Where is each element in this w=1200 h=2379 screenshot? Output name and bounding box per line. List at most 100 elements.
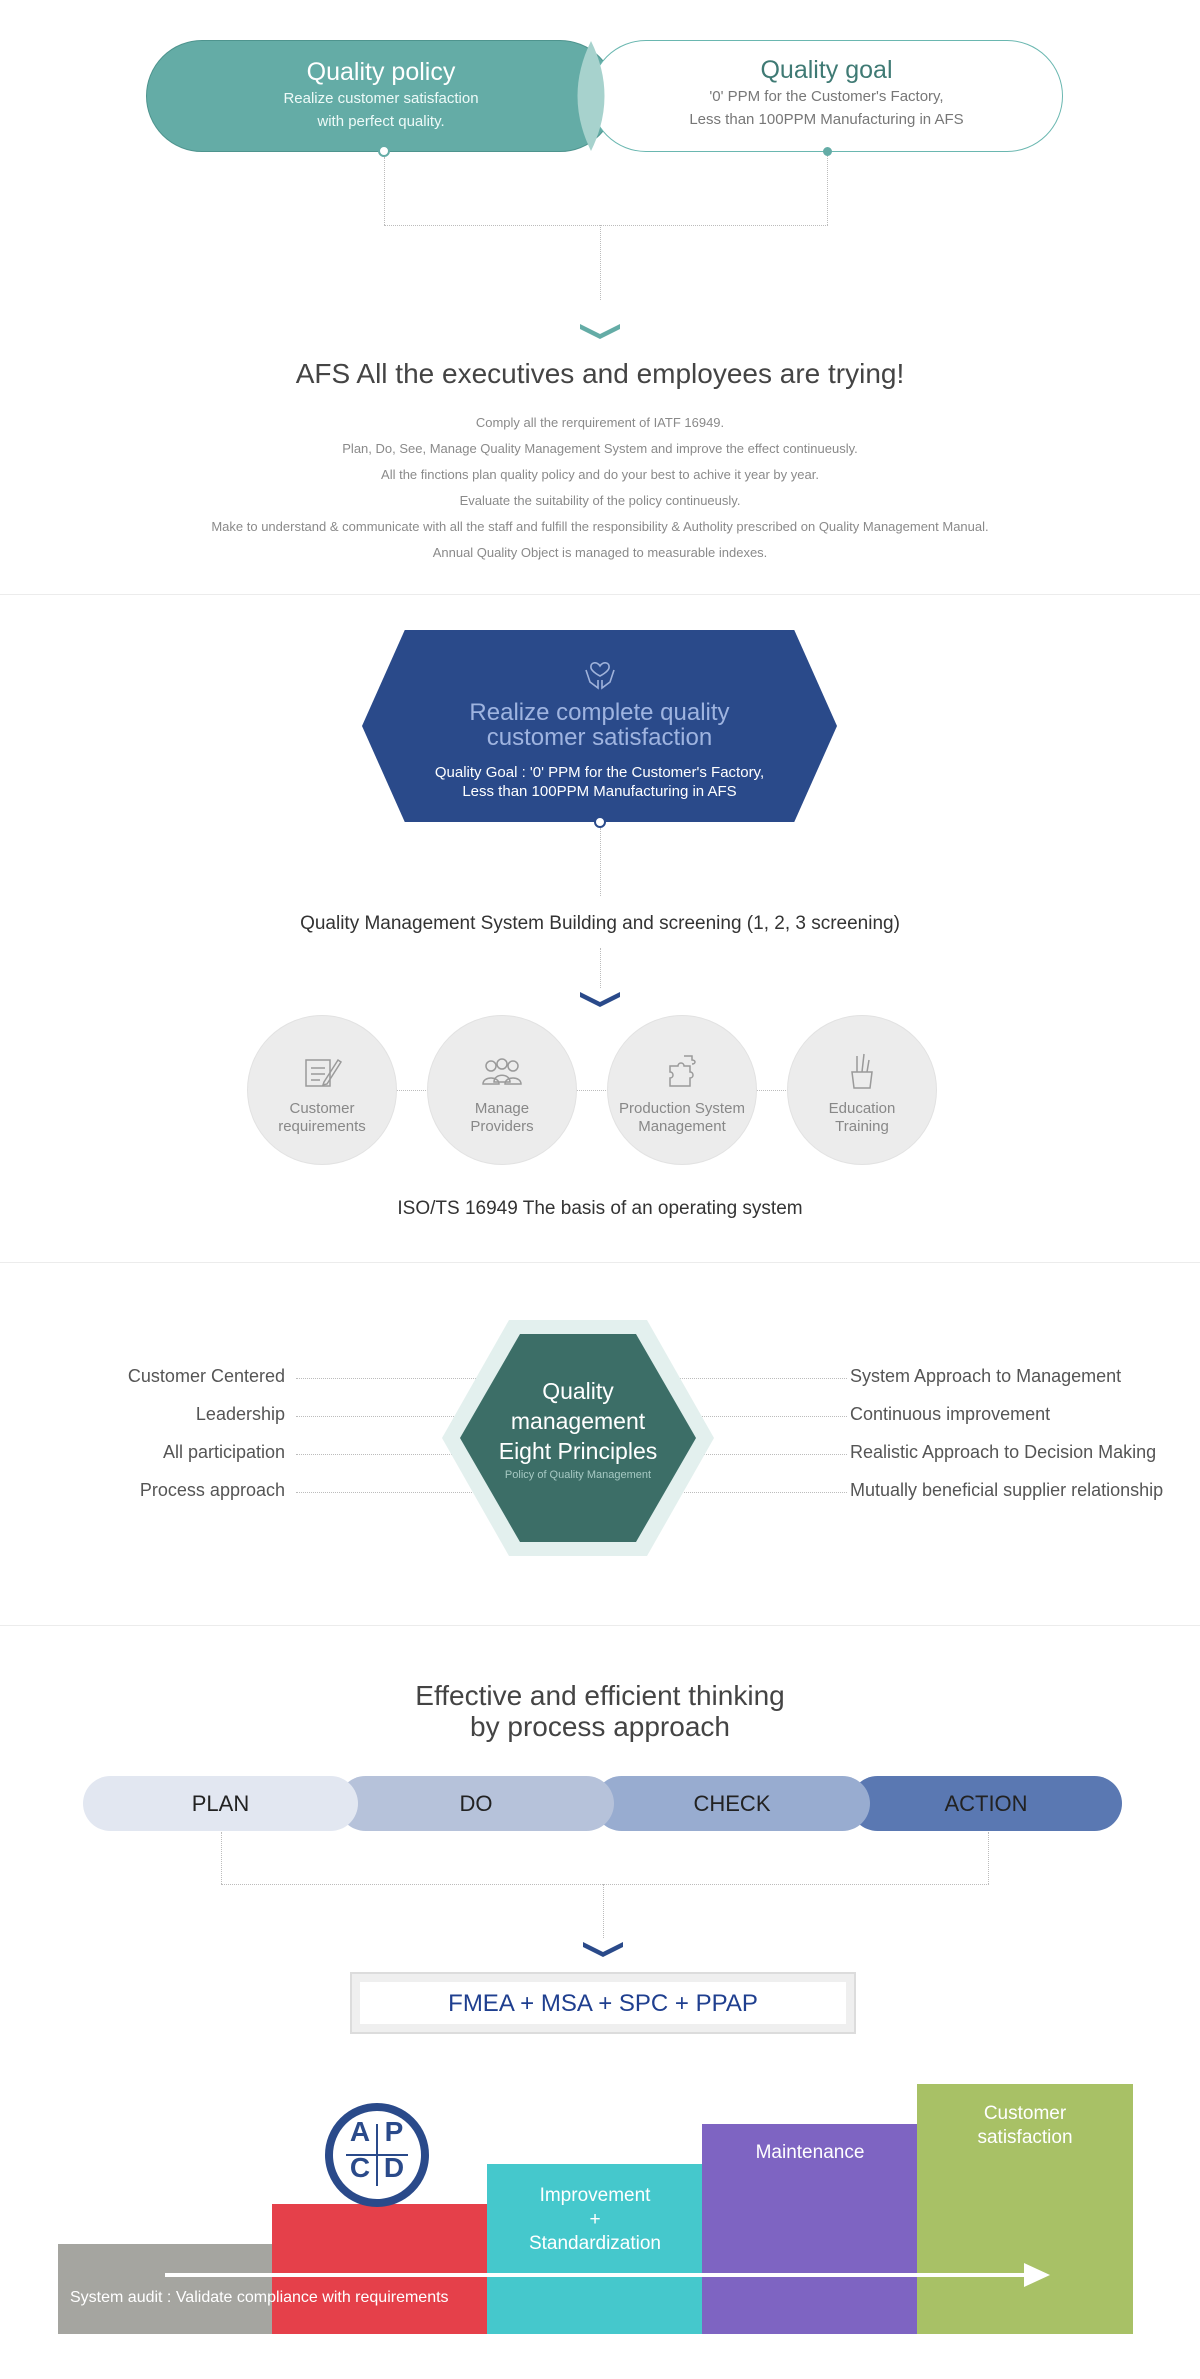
executives-line: Evaluate the suitability of the policy c… [459, 493, 741, 508]
quality-policy-title: Quality policy [306, 58, 456, 86]
executives-heading: AFS All the executives and employees are… [295, 358, 905, 389]
principle-left: Customer Centered [127, 1366, 285, 1386]
principle-line [675, 1378, 847, 1379]
executives-line: All the finctions plan quality policy an… [381, 467, 819, 482]
process-heading: Effective and efficient thinking by proc… [0, 1680, 1200, 1742]
audit-label: System audit : Validate compliance with … [70, 2289, 449, 2306]
pdca-action: ACTION [850, 1776, 1122, 1831]
executives-line: Make to understand & communicate with al… [211, 519, 989, 534]
process-heading-line2: by process approach [470, 1711, 730, 1742]
circle-manage-providers: Manage Providers [427, 1015, 577, 1165]
principle-line [675, 1416, 847, 1417]
chevron-down-icon [580, 324, 620, 339]
pdca-check: CHECK [594, 1776, 870, 1831]
connector-line [384, 225, 828, 226]
circle-production-system: Production System Management [607, 1015, 757, 1165]
policy-connector-dot [378, 145, 390, 157]
connector-line [600, 225, 601, 300]
improvement-line2: Standardization [528, 2233, 662, 2254]
principle-line [296, 1454, 476, 1455]
principle-right: Continuous improvement [850, 1404, 1051, 1424]
clipboard-pen-icon [305, 1058, 343, 1087]
chevron-down-icon [580, 992, 620, 1007]
quality-goal-pill: Quality goal '0' PPM for the Customer's … [590, 40, 1063, 152]
connector-line [988, 1832, 989, 1884]
principle-line [675, 1492, 847, 1493]
connector-line [600, 828, 601, 896]
principle-line [296, 1378, 476, 1379]
process-heading-line1: Effective and efficient thinking [415, 1680, 785, 1711]
heart-hands-icon [585, 662, 615, 690]
connector-line [827, 156, 828, 225]
connector-line [221, 1832, 222, 1884]
principle-left: Process approach [139, 1480, 285, 1500]
quality-policy-pill: Quality policy Realize customer satisfac… [146, 40, 616, 152]
people-group-icon [482, 1058, 522, 1085]
step-audit [58, 2244, 274, 2334]
principles-subtitle: Policy of Quality Management [504, 1469, 652, 1481]
maintenance-label: Maintenance [755, 2142, 865, 2163]
principle-right: Mutually beneficial supplier relationshi… [850, 1480, 1164, 1500]
quality-policy-line1: Realize customer satisfaction [283, 90, 479, 107]
apcd-letter-p: P [384, 2116, 404, 2147]
executives-line: Comply all the rerquirement of IATF 1694… [475, 415, 725, 430]
circle-label-line1: Education [828, 1100, 896, 1117]
connector-line [600, 948, 601, 988]
principle-right: Realistic Approach to Decision Making [850, 1442, 1157, 1462]
improvement-plus: + [589, 2209, 601, 2230]
iso-caption: ISO/TS 16949 The basis of an operating s… [397, 1198, 803, 1219]
quality-goal-line2: Less than 100PPM Manufacturing in AFS [689, 111, 964, 128]
step-apcd [272, 2204, 488, 2334]
tools-label: FMEA + MSA + SPC + PPAP [360, 1982, 846, 2024]
step-improvement: Improvement + Standardization [487, 2164, 703, 2334]
quality-goal-title: Quality goal [760, 56, 893, 84]
pencil-cup-icon [851, 1053, 873, 1089]
circle-label-line1: Manage [474, 1100, 530, 1117]
chevron-down-icon [583, 1942, 623, 1957]
quality-hexagon [362, 630, 837, 822]
circles-connector-line [322, 1090, 878, 1091]
improvement-line1: Improvement [539, 2185, 651, 2206]
section-divider [0, 1625, 1200, 1626]
connector-line [384, 157, 385, 225]
hexagon-goal-line2: Less than 100PPM Manufacturing in AFS [462, 783, 737, 800]
principle-line [296, 1416, 476, 1417]
qms-heading: Quality Management System Building and s… [300, 913, 900, 934]
hexagon-connector-dot [594, 816, 606, 828]
step-customer-satisfaction: Customer satisfaction [917, 2084, 1133, 2334]
quality-goal-line1: '0' PPM for the Customer's Factory, [709, 88, 944, 105]
hexagon-goal-line1: Quality Goal : '0' PPM for the Customer'… [434, 764, 765, 781]
circle-label-line2: Management [638, 1118, 726, 1135]
pill-overlap-lens [577, 41, 605, 151]
executives-list: Comply all the rerquirement of IATF 1694… [0, 410, 1200, 566]
puzzle-icon [669, 1055, 696, 1087]
section-divider [0, 1262, 1200, 1263]
apcd-cycle-icon [325, 2103, 429, 2207]
connector-line [221, 1884, 989, 1885]
apcd-letter-c: C [349, 2152, 371, 2183]
pdca-do: DO [338, 1776, 614, 1831]
principles-title-line3: Eight Principles [498, 1438, 658, 1464]
principles-center-title: Quality management Eight Principles [440, 1376, 716, 1466]
circle-customer-requirements: Customer requirements [247, 1015, 397, 1165]
circle-label-line1: Customer [289, 1100, 355, 1117]
pdca-plan: PLAN [83, 1776, 358, 1831]
principle-left: Leadership [195, 1404, 285, 1424]
principle-right: System Approach to Management [850, 1366, 1122, 1386]
circle-label-line2: Providers [470, 1118, 534, 1135]
hexagon-title: Realize complete quality customer satisf… [362, 700, 837, 750]
hexagon-title-line2: customer satisfaction [486, 724, 713, 751]
apcd-letter-d: D [383, 2152, 405, 2183]
principle-left: All participation [162, 1442, 285, 1462]
circle-education-training: Education Training [787, 1015, 937, 1165]
principles-title-line2: management [510, 1408, 646, 1434]
circle-label-line2: requirements [278, 1118, 366, 1135]
customer-line2: satisfaction [977, 2127, 1073, 2148]
hexagon-goal: Quality Goal : '0' PPM for the Customer'… [362, 763, 837, 801]
tools-box: FMEA + MSA + SPC + PPAP [350, 1972, 856, 2034]
principles-title-line1: Quality [542, 1378, 614, 1404]
principle-line [675, 1454, 847, 1455]
progress-arrow [165, 2263, 1050, 2287]
goal-connector-dot [823, 147, 832, 156]
step-maintenance: Maintenance [702, 2124, 918, 2334]
